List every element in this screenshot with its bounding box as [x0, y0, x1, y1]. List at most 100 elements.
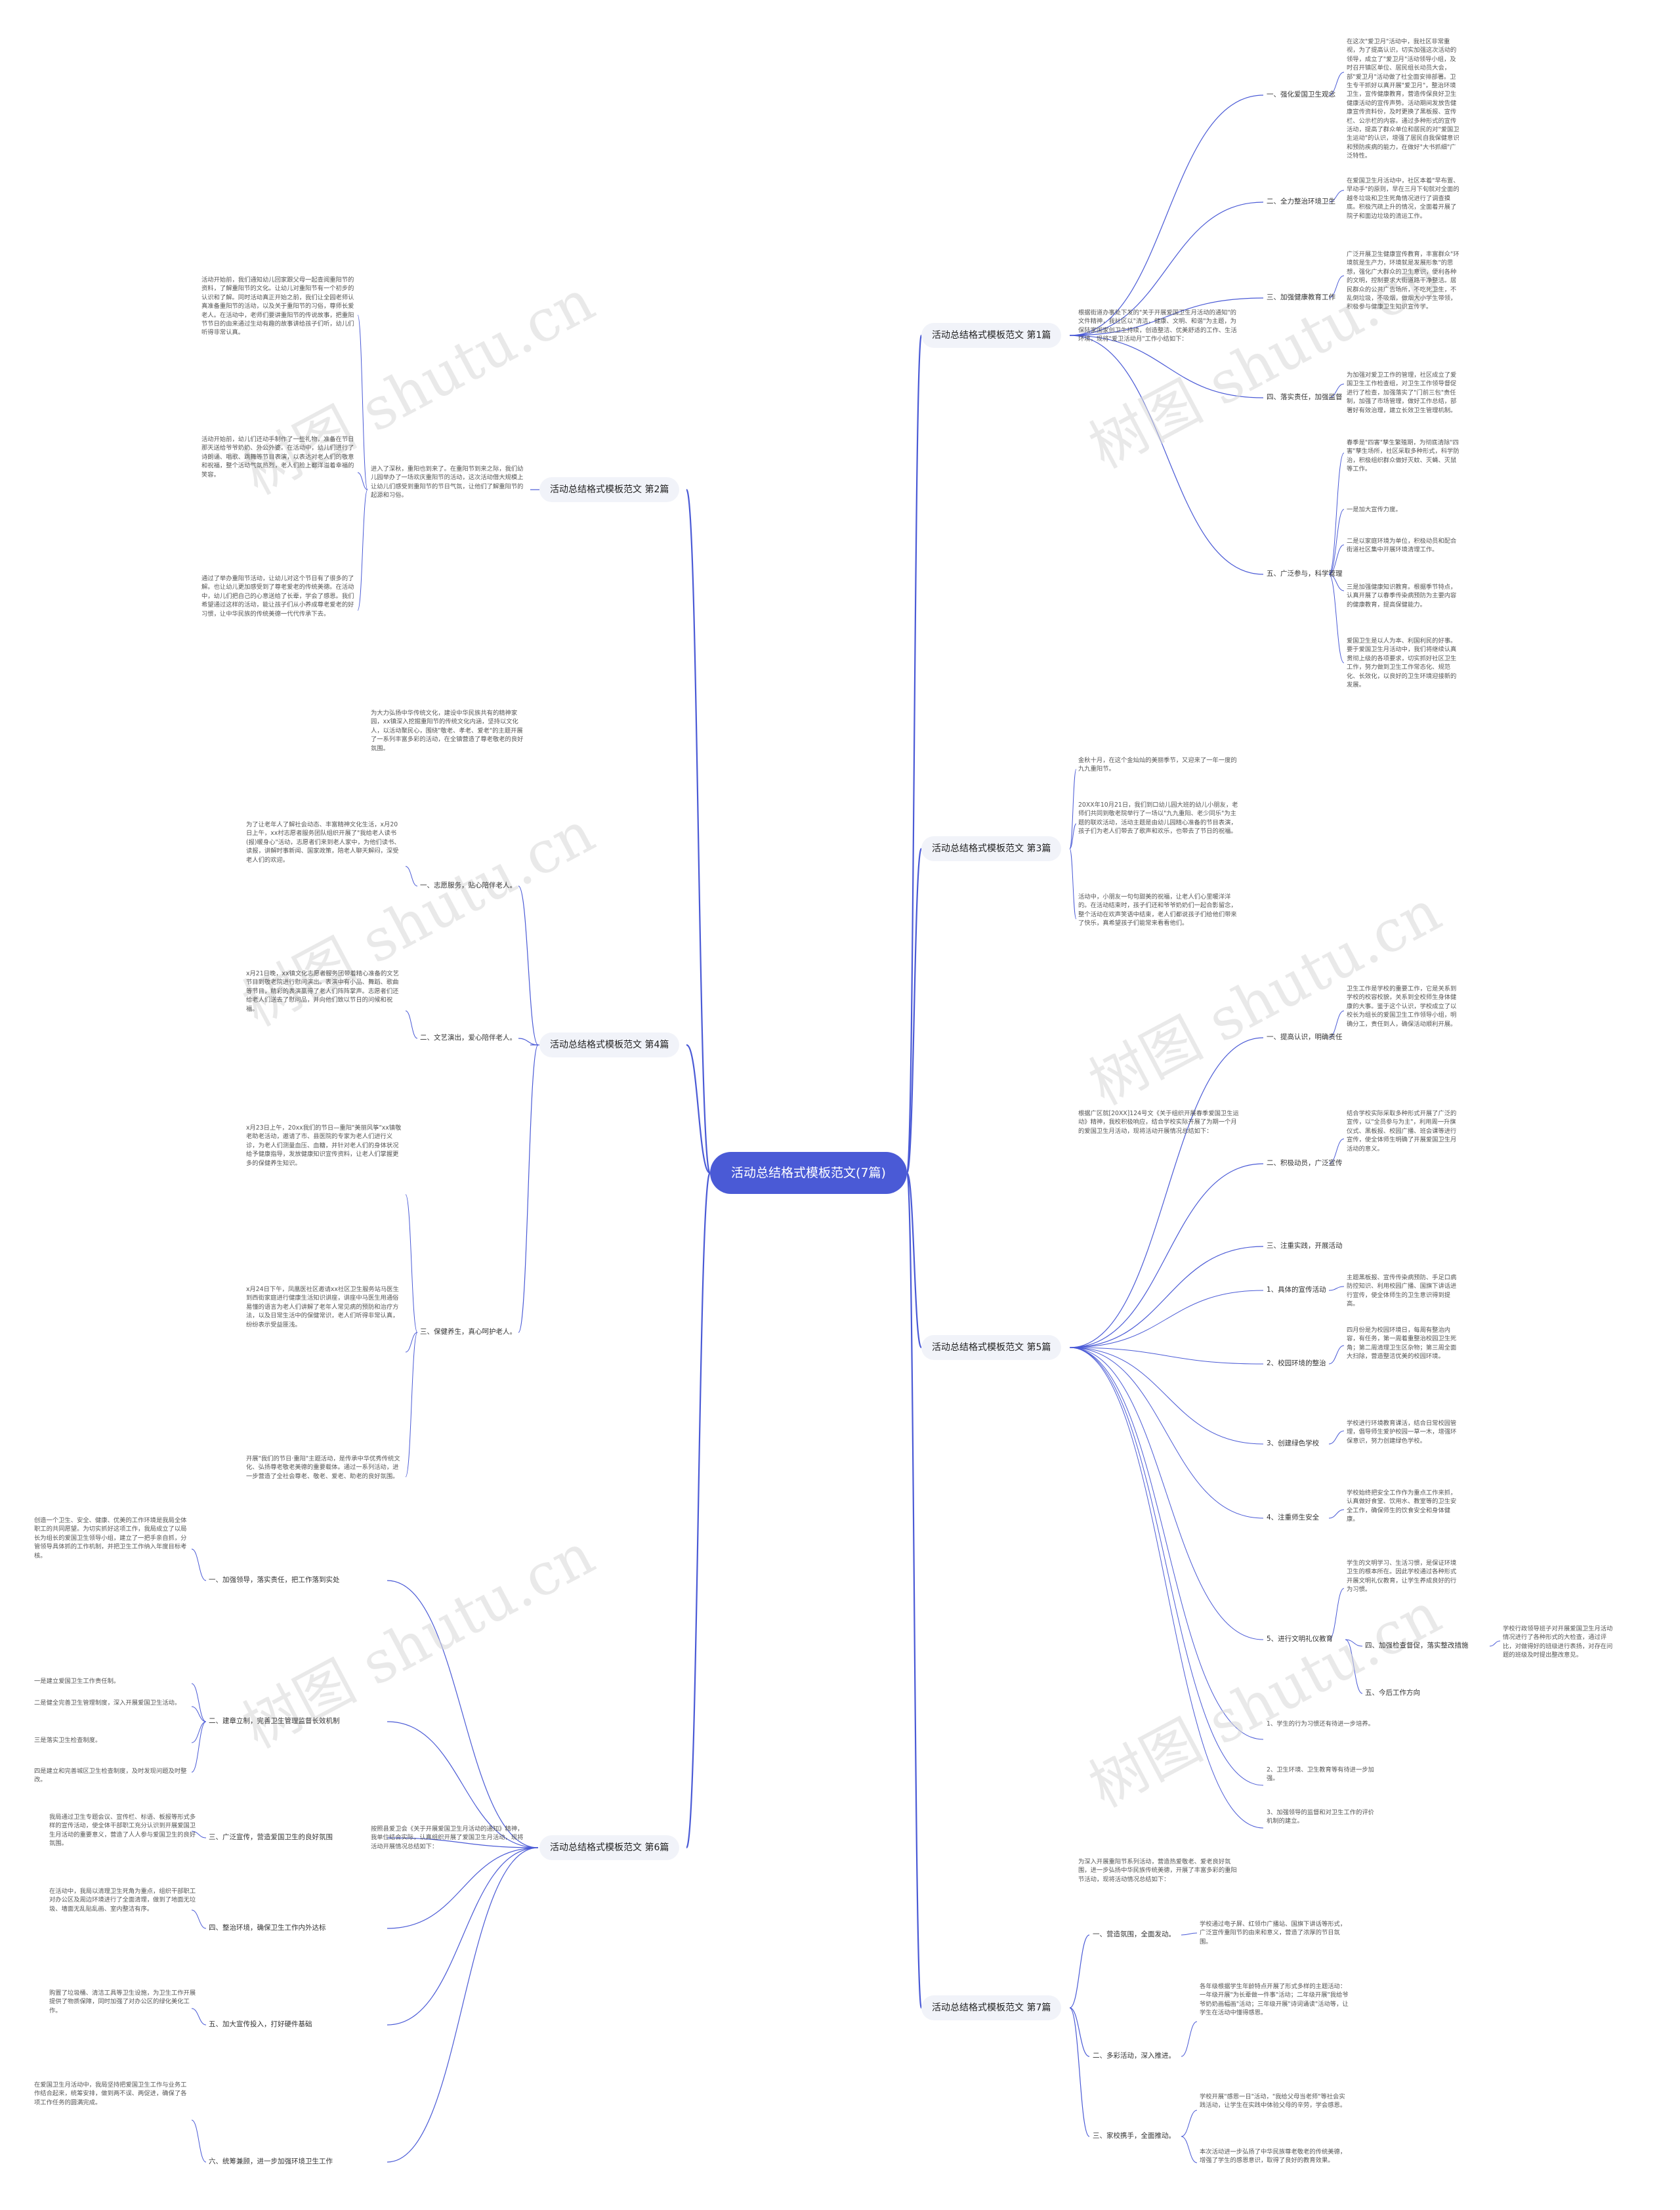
branch-6-item-3[interactable]: 三、广泛宣传，营造爱国卫生的良好氛围 — [209, 1833, 333, 1841]
branch-5-item-1[interactable]: 一、提高认识，明确责任 — [1267, 1033, 1343, 1041]
branch-5-sub-3-text: 学校进行环境教育课活，结合日常校园管理，倡导师生爱护校园一草一木，增强环保意识，… — [1347, 1420, 1457, 1445]
branch-5-sub-5b-label[interactable]: 五、今后工作方向 — [1365, 1689, 1420, 1697]
branch-3[interactable]: 活动总结格式模板范文 第3篇 — [921, 836, 1062, 861]
branch-connector — [906, 847, 923, 1174]
text-connector — [1328, 72, 1345, 96]
text-connector — [405, 1010, 418, 1039]
branch-1-item-5-sub-1: 春季是"四害"孳生繁殖期，为彻底清除"四害"孳生场所，社区采取多种形式，科学防治… — [1347, 439, 1460, 473]
text-connector — [1181, 2110, 1198, 2137]
item-connector — [1069, 1163, 1264, 1348]
branch-5-sub-3-label[interactable]: 3、创建绿色学校 — [1267, 1439, 1320, 1447]
item-connector — [518, 885, 539, 1046]
branch-2-text-1: 活动开始前，我们通知幼儿回家跟父母一起查阅重阳节的资料，了解重阳节的文化。让幼儿… — [201, 276, 354, 337]
branch-4-item-2[interactable]: 二、文艺演出，爱心陪伴老人。 — [420, 1034, 516, 1042]
branch-6-item-3-text: 我局通过卫生专题会议、宣传栏、标语、板报等形式多样的宣传活动，使全体干部职工充分… — [49, 1814, 196, 1848]
branch-4-item-1[interactable]: 一、志愿服务，贴心陪伴老人。 — [420, 882, 516, 889]
branch-1-item-1[interactable]: 一、强化爱国卫生观念 — [1267, 91, 1335, 98]
branch-1-item-5-sub-2: 一是加大宣传力度。 — [1347, 506, 1402, 513]
branch-2[interactable]: 活动总结格式模板范文 第2篇 — [539, 477, 680, 502]
item-connector — [1069, 1037, 1264, 1348]
branch-1-item-5-sub-3: 二是以家庭环境为单位，积极动员和配合街道社区集中开展环境清理工作。 — [1347, 538, 1457, 554]
branch-1-item-3[interactable]: 三、加强健康教育工作 — [1267, 293, 1335, 301]
branch-4[interactable]: 活动总结格式模板范文 第4篇 — [539, 1032, 680, 1057]
branch-7-item-1[interactable]: 一、营造氛围，全面发动。 — [1093, 1930, 1175, 1938]
text-connector — [191, 2119, 207, 2163]
text-connector — [357, 489, 368, 611]
branch-1-item-3-text: 广泛开展卫生健康宣传教育，丰富群众"环境就是生产力，环境就是发展形象"的思想，强… — [1347, 251, 1460, 311]
branch-6-item-6-text: 在爱国卫生月活动中，我局坚持把爱国卫生工作与业务工作结合起来，统筹安排，做到两不… — [34, 2081, 187, 2106]
branch-3-text-1: 金秋十月，在这个金灿灿的美丽季节，又迎来了一年一度的九九重阳节。 — [1078, 757, 1237, 773]
branch-6-item-1[interactable]: 一、加强领导，落实责任，把工作落到实处 — [209, 1576, 340, 1584]
branch-5-sub-1-label[interactable]: 1、具体的宣传活动 — [1267, 1286, 1326, 1294]
branch-1-item-5[interactable]: 五、广泛参与，科学管理 — [1267, 570, 1343, 578]
item-connector — [1069, 1347, 1264, 1829]
item-connector — [1069, 297, 1264, 336]
branch-5-intro: 根据广区就[20XX]124号文《关于组织开展春季爱国卫生运动》精神，我校积极响… — [1078, 1110, 1239, 1135]
branch-1-item-4-text: 为加强对爱卫工作的管理，社区成立了爱国卫生工作检查组，对卫生工作领导督促进行了检… — [1347, 372, 1457, 414]
branch-connector — [906, 1172, 923, 1349]
branch-6-item-1-text: 创造一个卫生、安全、健康、优美的工作环境是我局全体职工的共同愿望。为切实抓好这项… — [34, 1517, 187, 1560]
branch-1-item-5-sub-4: 三是加强健康知识教育。根据季节特点，认真开展了以春季传染病预防为主要内容的健康教… — [1347, 584, 1457, 608]
branch-6-item-2-sub-2: 二是健全完善卫生管理制度，深入开展爱国卫生活动。 — [34, 1699, 181, 1707]
text-connector — [191, 1831, 207, 1838]
branch-connector — [906, 334, 923, 1174]
item-connector — [1345, 1639, 1363, 1694]
item-connector — [1069, 1934, 1090, 2008]
text-connector — [191, 2008, 207, 2026]
text-connector — [191, 1721, 207, 1773]
item-connector — [1069, 335, 1264, 575]
branch-1-item-2[interactable]: 二、全力整治环境卫生 — [1267, 198, 1335, 205]
branch-7-item-1-text: 学校通过电子屏、红领巾广播站、国旗下讲话等形式，广泛宣传重阳节的由来和意义，营造… — [1200, 1921, 1347, 1945]
branch-6-item-2[interactable]: 二、建章立制，完善卫生管理监督长效机制 — [209, 1717, 340, 1725]
branch-6-item-4-text: 在活动中，我局以清理卫生死角为重点，组织干部职工对办公区及周边环境进行了全面清理… — [49, 1888, 196, 1913]
branch-7-intro: 为深入开展重阳节系列活动，营造热爱敬老、爱老良好氛围，进一步弘扬中华民族传统美德… — [1078, 1858, 1237, 1883]
branch-5[interactable]: 活动总结格式模板范文 第5篇 — [921, 1335, 1062, 1360]
text-connector — [1328, 190, 1345, 203]
branch-3-text-2: 20XX年10月21日，我们到口幼儿园大班的幼儿小朋友，老师们共同到敬老院举行了… — [1078, 801, 1238, 836]
text-connector — [1328, 1509, 1345, 1519]
branch-1[interactable]: 活动总结格式模板范文 第1篇 — [921, 323, 1062, 348]
branch-5-sub-1-text: 主题黑板报、宣传传染病预防、手足口病防控知识、利用校园广播、国旗下讲话进行宣传，… — [1347, 1274, 1457, 1308]
branch-1-item-5-sub-5: 爱国卫生是以人为本、利国利民的好事。要于爱国卫生月活动中，我们将继续认真贯彻上级… — [1347, 637, 1457, 689]
branch-6-item-6[interactable]: 六、统筹兼顾，进一步加强环境卫生工作 — [209, 2157, 333, 2165]
branch-6-item-5[interactable]: 五、加大宣传投入，打好硬件基础 — [209, 2020, 312, 2028]
text-connector — [405, 1332, 418, 1353]
text-connector — [405, 866, 418, 887]
branch-1-item-4[interactable]: 四、落实责任，加强监督 — [1267, 393, 1343, 401]
root-topic[interactable]: 活动总结格式模板范文(7篇) — [710, 1152, 907, 1194]
branch-6-item-4[interactable]: 四、整治环境，确保卫生工作内外达标 — [209, 1924, 326, 1932]
item-connector — [387, 1721, 539, 1848]
branch-4-item-3[interactable]: 三、保健养生，真心呵护老人。 — [420, 1328, 516, 1336]
branch-7-item-3[interactable]: 三、家校携手，全面推动。 — [1093, 2132, 1175, 2140]
branch-1-intro: 根据街道办事处下发的"关于开展爱国卫生月活动的通知"的文件精神，我社区以"清洁，… — [1078, 309, 1237, 343]
text-connector — [1181, 1932, 1198, 1936]
branch-7[interactable]: 活动总结格式模板范文 第7篇 — [921, 1995, 1062, 2020]
text-connector — [1069, 769, 1077, 849]
branch-5-extra-3: 3、加强领导的监督和对卫生工作的评价机制的建立。 — [1267, 1809, 1374, 1825]
branch-1-item-1-text: 在这次"爱卫月"活动中，我社区非常重视，为了提高认识，切实加强这次活动的领导，成… — [1347, 38, 1460, 160]
branch-5-sub-4-text: 学校始终把安全工作作为重点工作来抓，认真做好食堂、饮用水、教室等的卫生安全工作，… — [1347, 1489, 1457, 1523]
branch-5-item-3[interactable]: 三、注重实践，开展活动 — [1267, 1242, 1343, 1250]
branch-5-sub-2-label[interactable]: 2、校园环境的整治 — [1267, 1359, 1326, 1367]
branch-4-item-3-text-2: x月24日下午，凤凰医社区邀请xx社区卫生服务站马医生到西街家庭进行健康生活知识… — [246, 1286, 399, 1328]
text-connector — [191, 1721, 207, 1743]
branch-5-item-2[interactable]: 二、积极动员，广泛宣传 — [1267, 1159, 1343, 1167]
text-connector — [191, 1706, 207, 1722]
branch-7-item-2[interactable]: 二、多彩活动，深入推进。 — [1093, 2052, 1175, 2060]
text-connector — [191, 1683, 207, 1722]
item-connector — [1069, 1347, 1264, 1445]
branch-5-sub-5a-label[interactable]: 四、加强检查督促，落实整改措施 — [1365, 1642, 1469, 1649]
branch-7-item-2-text: 各年级根据学生年龄特点开展了形式多样的主题活动：一年级开展"为长辈做一件事"活动… — [1200, 1983, 1349, 2017]
text-connector — [1328, 275, 1345, 299]
branch-6[interactable]: 活动总结格式模板范文 第6篇 — [539, 1835, 680, 1860]
branch-5-extra-1: 1、学生的行为习惯还有待进一步培养。 — [1267, 1720, 1374, 1728]
branch-6-item-2-sub-3: 三是落实卫生检查制度。 — [34, 1737, 102, 1744]
item-connector — [1069, 2007, 1090, 2057]
text-connector — [405, 1194, 418, 1333]
branch-5-sub-4-label[interactable]: 4、注重师生安全 — [1267, 1514, 1320, 1521]
branch-5-sub-5-label[interactable]: 5、进行文明礼仪教育 — [1267, 1635, 1334, 1643]
branch-2-text-3: 通过了举办重阳节活动，让幼儿对这个节日有了很多的了解。也让幼儿更加感受到了尊老爱… — [201, 575, 354, 618]
branch-4-intro: 为大力弘扬中华传统文化，建设中华民族共有的精神家园，xx镇深入挖掘重阳节的传统文… — [371, 710, 524, 752]
